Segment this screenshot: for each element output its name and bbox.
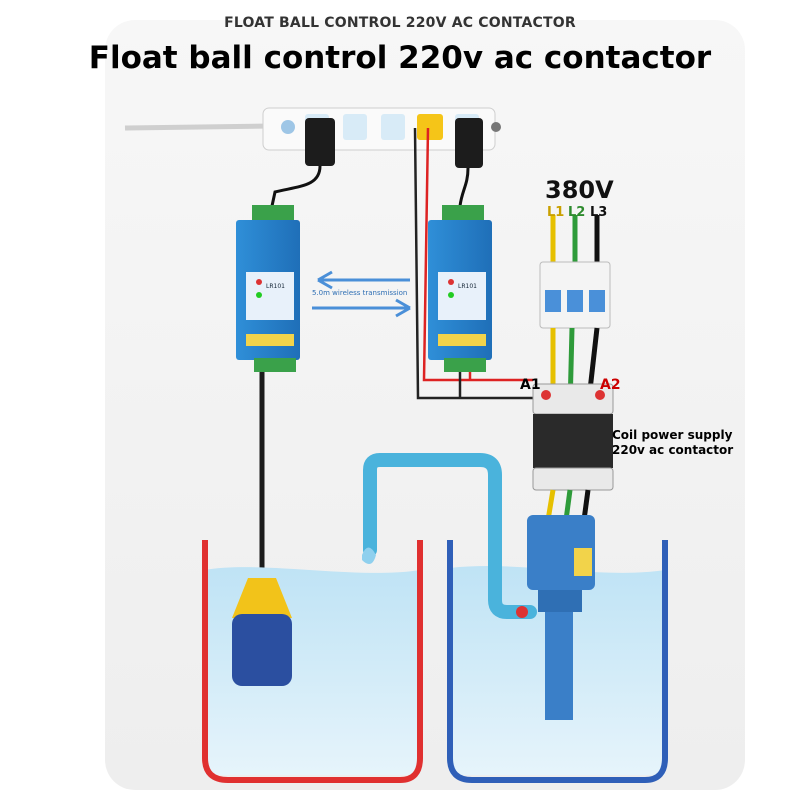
contactor [532, 383, 614, 491]
arrow-left-icon [317, 270, 333, 290]
contactor-bottom [532, 467, 614, 491]
water-pipe [363, 453, 537, 619]
left-module-led-red-icon [256, 279, 262, 285]
left-module [236, 205, 300, 372]
wireless-arrows [312, 270, 411, 318]
voltage-label: 380V [545, 176, 614, 204]
terminal-a1-label: A1 [520, 377, 541, 393]
contactor-body [533, 414, 613, 468]
right-module [428, 205, 492, 372]
pipe-valve-icon [516, 606, 528, 618]
breaker-toggle-1-icon [545, 290, 561, 312]
header-subtitle: FLOAT BALL CONTROL 220V AC CONTACTOR [224, 15, 576, 31]
wireless-label: 5.0m wireless transmission [312, 289, 408, 297]
contactor-terminal-a2-icon [595, 390, 605, 400]
left-module-panel [246, 272, 294, 320]
pump [527, 515, 595, 720]
contactor-terminal-a1-icon [541, 390, 551, 400]
water-splash-icon [362, 547, 376, 564]
phase-l2-label: L2 [568, 205, 586, 220]
terminal-a2-label: A2 [600, 377, 621, 393]
right-module-label: LR101 [458, 283, 477, 290]
breaker-toggle-3-icon [589, 290, 605, 312]
pump-label [574, 548, 592, 576]
header-title: Float ball control 220v ac contactor [88, 40, 712, 76]
left-tank-wall [202, 540, 423, 783]
float-switch [232, 578, 292, 686]
left-adapter-icon [305, 118, 335, 166]
pump-neck [538, 590, 582, 612]
right-adapter-icon [455, 118, 483, 168]
right-adapter-cable [458, 167, 470, 207]
phase-l3-label: L3 [590, 205, 608, 220]
right-module-terminal-bottom [444, 358, 486, 372]
socket-4-icon [417, 114, 443, 140]
red-wire [422, 127, 533, 382]
left-module-warning-label [246, 334, 294, 346]
coil-note-line1: Coil power supply [612, 428, 733, 442]
socket-3-icon [381, 114, 405, 140]
right-module-led-red-icon [448, 279, 454, 285]
arrow-right-icon [395, 298, 411, 318]
float-body [232, 614, 292, 686]
power-switch-icon [281, 120, 295, 134]
left-module-terminal-top [252, 205, 294, 223]
strip-screw-icon [491, 122, 501, 132]
right-module-terminal-top [442, 205, 484, 223]
socket-2-icon [343, 114, 367, 140]
right-module-warning-label [438, 334, 486, 346]
circuit-breaker [539, 261, 611, 329]
right-tank-wall [447, 540, 668, 783]
breaker-toggle-2-icon [567, 290, 583, 312]
left-module-terminal-bottom [254, 358, 296, 372]
power-cable [124, 123, 271, 131]
right-module-led-green-icon [448, 292, 454, 298]
right-module-panel [438, 272, 486, 320]
float-top [232, 578, 292, 618]
left-module-label: LR101 [266, 283, 285, 290]
left-adapter-cable [270, 165, 322, 207]
phase-l1-label: L1 [547, 205, 565, 220]
pump-shaft [545, 612, 573, 720]
left-module-led-green-icon [256, 292, 262, 298]
coil-note-line2: 220v ac contactor [612, 443, 734, 457]
